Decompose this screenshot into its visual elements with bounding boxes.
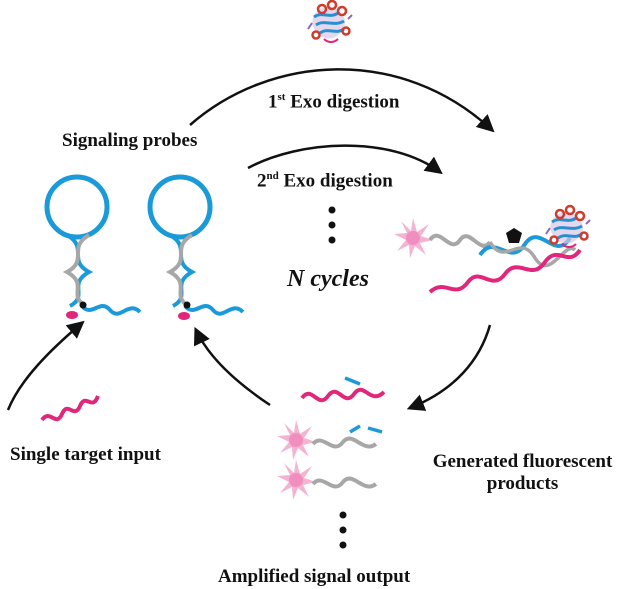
generated-fluorescent-products-label: Generated fluorescent products <box>432 451 613 494</box>
single-target-input-label: Single target input <box>10 444 161 465</box>
amplified-signal-output-label: Amplified signal output <box>218 566 411 587</box>
n-cycles-label: N cycles <box>287 266 369 292</box>
enzyme-top-icon <box>306 0 354 44</box>
release-arrow <box>406 324 492 411</box>
fluorescent-product-2 <box>277 460 378 500</box>
quencher-pentagon-icon <box>506 228 522 243</box>
cycle-dots <box>328 206 336 244</box>
second-exo-label: 2nd Exo digestion <box>257 170 393 192</box>
output-dots <box>339 511 347 549</box>
fluorescent-product-1 <box>277 420 378 460</box>
enzyme-right-icon <box>544 204 592 249</box>
released-target <box>300 376 386 434</box>
first-exo-arrow <box>189 68 495 133</box>
recycle-arrow <box>193 326 271 407</box>
second-exo-arrow <box>247 144 443 175</box>
first-exo-label: 1st Exo digestion <box>268 91 400 113</box>
digestion-complex <box>394 218 582 294</box>
signaling-probe-right <box>147 174 245 320</box>
signaling-probes-label: Signaling probes <box>62 130 198 151</box>
target-strand <box>40 395 100 422</box>
signaling-probe-left <box>44 174 142 319</box>
target-input-arrow <box>6 320 85 411</box>
